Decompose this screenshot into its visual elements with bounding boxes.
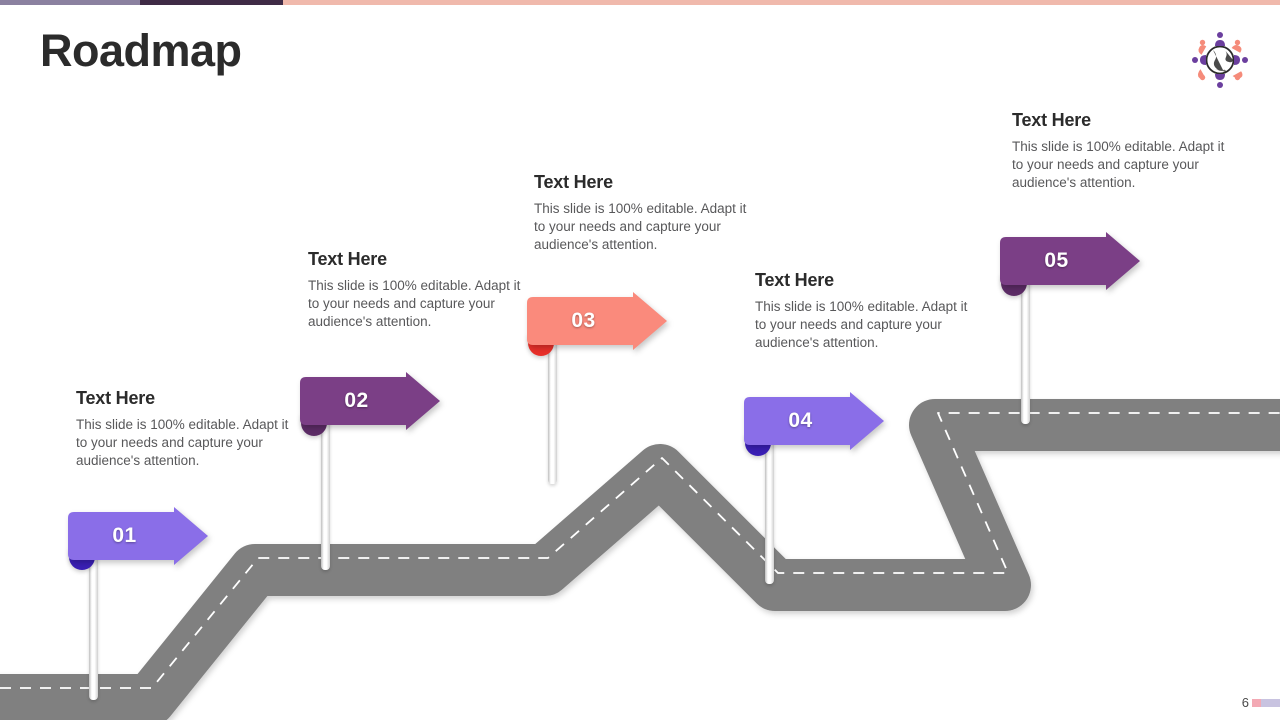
milestone-02-number: 02 — [344, 389, 369, 412]
milestone-05-heading: Text Here — [1012, 110, 1091, 130]
milestone-03-pole — [548, 312, 557, 484]
milestone-01-number: 01 — [112, 524, 137, 547]
milestone-02-flag[interactable]: 02 — [300, 372, 440, 430]
page-title: Roadmap — [40, 25, 242, 76]
page-footer-bar — [1252, 699, 1280, 707]
milestone-03-number: 03 — [571, 309, 596, 332]
milestone-01-heading: Text Here — [76, 388, 155, 408]
milestone-05-text: Text Here This slide is 100% editable. A… — [1012, 110, 1227, 192]
milestone-04-heading: Text Here — [755, 270, 834, 290]
milestone-01-flag[interactable]: 01 — [68, 507, 208, 565]
milestone-02-body: This slide is 100% editable. Adapt it to… — [308, 278, 521, 329]
milestone-03-flag[interactable]: 03 — [527, 292, 667, 350]
milestone-04-body: This slide is 100% editable. Adapt it to… — [755, 299, 968, 350]
footer-bar-pink — [1252, 699, 1261, 707]
milestone-02-heading: Text Here — [308, 249, 387, 269]
milestone-04-flag[interactable]: 04 — [744, 392, 884, 450]
milestone-05-number: 05 — [1044, 249, 1069, 272]
footer-bar-lavender — [1261, 699, 1280, 707]
milestone-01-pole — [89, 524, 98, 700]
milestone-03-text: Text Here This slide is 100% editable. A… — [534, 172, 749, 254]
accent-segment-light-purple — [0, 0, 140, 5]
milestone-04-pole — [765, 412, 774, 584]
accent-segment-dark-purple — [140, 0, 283, 5]
milestone-05-pole — [1021, 252, 1030, 424]
page-number: 6 — [1241, 695, 1249, 710]
milestone-05-body: This slide is 100% editable. Adapt it to… — [1012, 139, 1225, 190]
milestone-04-number: 04 — [788, 409, 813, 432]
milestone-01-body: This slide is 100% editable. Adapt it to… — [76, 417, 289, 468]
milestone-01-text: Text Here This slide is 100% editable. A… — [76, 388, 291, 470]
accent-segment-salmon — [283, 0, 1280, 5]
top-accent-bar — [0, 0, 1280, 5]
milestone-03-heading: Text Here — [534, 172, 613, 192]
milestone-02-pole — [321, 392, 330, 570]
milestone-03-body: This slide is 100% editable. Adapt it to… — [534, 201, 747, 252]
milestone-05-flag[interactable]: 05 — [1000, 232, 1140, 290]
milestone-02-text: Text Here This slide is 100% editable. A… — [308, 249, 523, 331]
global-people-globe-logo — [1184, 26, 1256, 94]
milestone-04-text: Text Here This slide is 100% editable. A… — [755, 270, 970, 352]
